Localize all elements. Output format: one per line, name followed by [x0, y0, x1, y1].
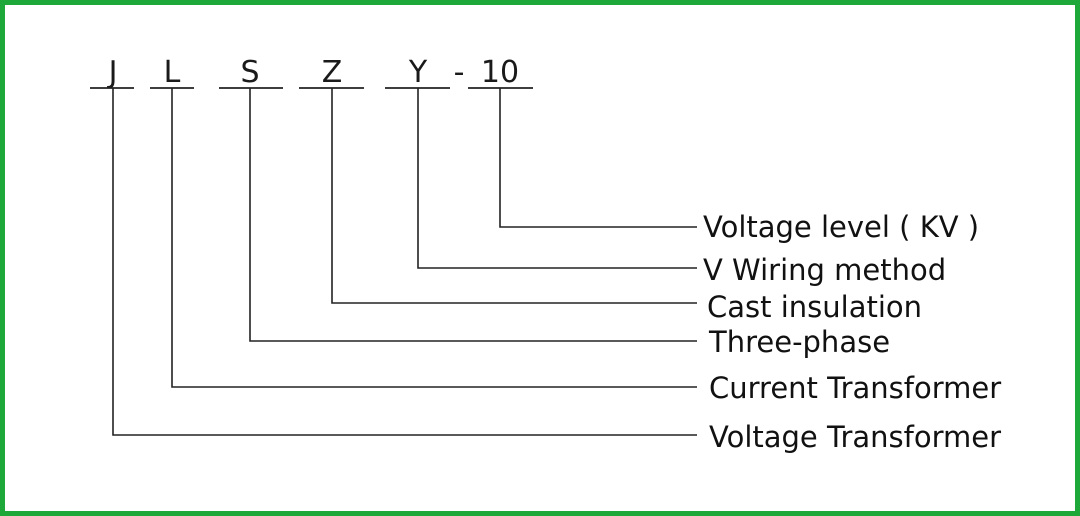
code-letter-l: L: [164, 55, 181, 90]
leader-voltage-level: [499, 88, 697, 228]
label-wiring-method: V Wiring method: [703, 253, 946, 287]
leader-cast-insulation: [331, 88, 697, 304]
label-voltage-level: Voltage level ( KV ): [703, 210, 979, 244]
code-voltage-number: 10: [481, 55, 519, 90]
label-cast-insulation: Cast insulation: [707, 290, 922, 324]
code-letter-z: Z: [322, 55, 343, 90]
code-separator: -: [454, 55, 465, 90]
code-letter-s: S: [240, 55, 259, 90]
leader-current-transformer: [171, 88, 697, 388]
leader-voltage-transformer: [112, 88, 697, 436]
leader-three-phase: [249, 88, 697, 342]
code-letter-j: J: [107, 55, 118, 90]
code-letter-y: Y: [408, 55, 428, 90]
label-current-transformer: Current Transformer: [709, 371, 1001, 405]
label-three-phase: Three-phase: [708, 325, 890, 359]
label-voltage-transformer: Voltage Transformer: [709, 420, 1001, 454]
leader-wiring-method: [417, 88, 697, 269]
